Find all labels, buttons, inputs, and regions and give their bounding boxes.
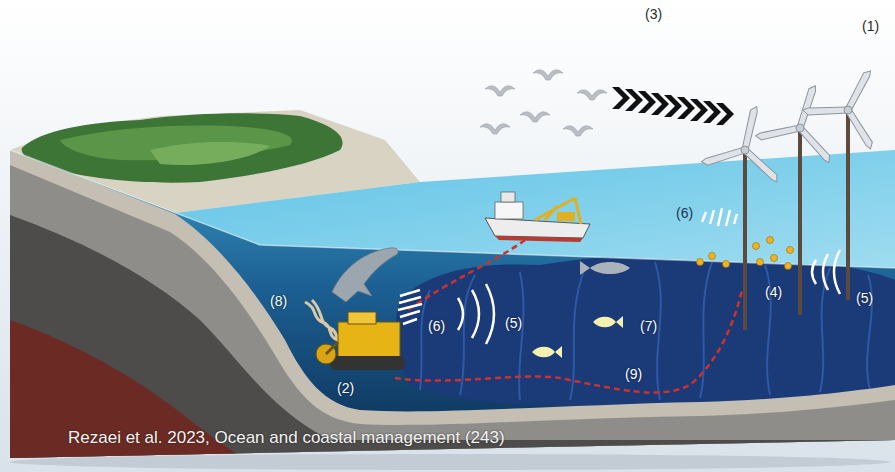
callout-number: (3) bbox=[645, 6, 662, 23]
emf-dots bbox=[697, 237, 794, 270]
callout-number: (4) bbox=[765, 284, 782, 301]
dolphin bbox=[332, 248, 398, 302]
stratum bbox=[10, 320, 260, 472]
stratum bbox=[10, 215, 895, 472]
wind-turbines bbox=[701, 69, 875, 330]
vessel bbox=[485, 192, 590, 242]
callout-number: (1) bbox=[862, 18, 879, 35]
callout-number: (7) bbox=[640, 318, 657, 335]
callout-number: (6) bbox=[428, 318, 445, 335]
callout-number: (2) bbox=[337, 380, 354, 397]
flight-path-arrow bbox=[612, 87, 734, 125]
seagrass bbox=[396, 255, 895, 406]
stratum bbox=[10, 165, 895, 472]
cable-route bbox=[395, 240, 742, 393]
shadow bbox=[10, 454, 890, 470]
callout-number: (5) bbox=[856, 290, 873, 307]
vibration-pulse bbox=[702, 208, 737, 226]
citation-note: Rezaei et al. 2023, Ocean and coastal ma… bbox=[68, 428, 505, 448]
seabed-sand bbox=[10, 150, 895, 472]
callout-number: (5) bbox=[505, 315, 522, 332]
sound-waves bbox=[812, 250, 840, 294]
water-body bbox=[0, 140, 895, 472]
vibration-pulse bbox=[398, 290, 422, 324]
callout-number: (9) bbox=[625, 366, 642, 383]
callout-number: (6) bbox=[676, 205, 693, 222]
seabirds bbox=[480, 70, 607, 136]
grass bbox=[150, 142, 270, 165]
sound-waves bbox=[458, 284, 494, 344]
seabed-machine bbox=[316, 312, 405, 370]
callout-number: (8) bbox=[270, 293, 287, 310]
fish bbox=[532, 261, 630, 358]
